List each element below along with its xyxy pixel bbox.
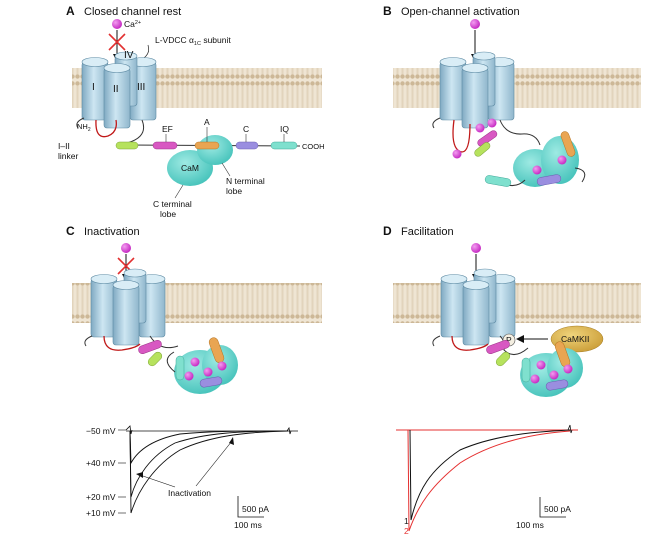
trace-1 xyxy=(409,429,571,521)
camkii-label: CaMKII xyxy=(561,334,589,344)
ca-b-1 xyxy=(475,123,485,133)
panel-d-letter: D xyxy=(383,224,392,238)
c-terminal-label-2: lobe xyxy=(160,209,176,219)
subunit-label: L-VDCC α1C subunit xyxy=(155,35,231,47)
n-terminal-label-2: lobe xyxy=(226,186,242,196)
panel-c-letter: C xyxy=(66,224,75,238)
panel-a-title: Closed channel rest xyxy=(84,6,181,18)
inactivation-traces: −50 mV +40 mV +20 mV +10 mV Inactivation… xyxy=(86,425,298,530)
channel-b xyxy=(439,51,515,129)
trace-20mv xyxy=(129,430,289,498)
cooh-label: COOH xyxy=(302,142,325,151)
trace-10mv xyxy=(129,430,289,514)
channel-c xyxy=(90,268,166,346)
panel-b: B Open-channel activation xyxy=(383,4,641,187)
scale-time-c: 100 ms xyxy=(234,520,262,530)
ca-b-2 xyxy=(487,118,497,128)
cam-label: CaM xyxy=(181,163,199,173)
voltage-label-4: +10 mV xyxy=(86,508,116,518)
c-motif xyxy=(235,141,259,150)
calcium-ion xyxy=(112,19,122,29)
linker-label: I–II xyxy=(58,141,70,151)
c-label: C xyxy=(243,124,249,134)
membrane-d xyxy=(393,283,641,323)
voltage-label-3: +20 mV xyxy=(86,492,116,502)
inactivation-label: Inactivation xyxy=(168,488,211,498)
channel-d xyxy=(440,268,516,346)
domain-i: I xyxy=(92,82,95,93)
iq-motif xyxy=(270,141,298,150)
scale-current-c: 500 pA xyxy=(242,504,269,514)
panel-d-title: Facilitation xyxy=(401,226,454,238)
facilitation-traces: 1 2 500 pA 100 ms xyxy=(396,424,578,536)
block-x-icon xyxy=(108,33,126,51)
ef-motif xyxy=(152,141,178,150)
scale-time-d: 100 ms xyxy=(516,520,544,530)
calcium-ion-b xyxy=(470,19,480,29)
panel-b-title: Open-channel activation xyxy=(401,6,520,18)
green-motif xyxy=(115,141,139,150)
i-ii-linker xyxy=(95,119,117,138)
voltage-label-2: +40 mV xyxy=(86,458,116,468)
voltage-label-1: −50 mV xyxy=(86,426,116,436)
panel-c: C Inactivation xyxy=(66,224,322,394)
panel-d: D Facilitation P CaMKII xyxy=(383,224,641,397)
scale-bar-c xyxy=(237,496,264,518)
iq-label: IQ xyxy=(280,124,289,134)
linker-label-2: linker xyxy=(58,151,78,161)
trace-label-1: 1 xyxy=(404,516,409,526)
scale-bar-d xyxy=(539,497,566,518)
phospho-label: P xyxy=(506,335,512,345)
trace-40mv xyxy=(129,430,289,465)
trace-label-2: 2 xyxy=(404,526,409,536)
panel-b-letter: B xyxy=(383,4,392,18)
panel-a-letter: A xyxy=(66,4,75,18)
membrane-b xyxy=(393,68,641,108)
a-label: A xyxy=(204,117,210,127)
domain-ii: II xyxy=(113,84,119,95)
domain-iii: III xyxy=(137,82,145,93)
a-motif xyxy=(194,141,220,150)
panel-c-title: Inactivation xyxy=(84,226,140,238)
n-terminal-label: N terminal xyxy=(226,176,265,186)
c-terminal-label: C terminal xyxy=(153,199,192,209)
trace-2 xyxy=(407,429,571,532)
domain-iv: IV xyxy=(124,50,134,61)
scale-current-d: 500 pA xyxy=(544,504,571,514)
ca-label: Ca2+ xyxy=(124,19,141,29)
ef-label: EF xyxy=(162,124,173,134)
cam-n-lobe xyxy=(197,135,233,165)
nh2-label: NH2 xyxy=(77,122,91,133)
ca-b-3 xyxy=(452,149,462,159)
panel-a: A Closed channel rest Ca2+ L-VDCC α1C su… xyxy=(58,4,325,219)
